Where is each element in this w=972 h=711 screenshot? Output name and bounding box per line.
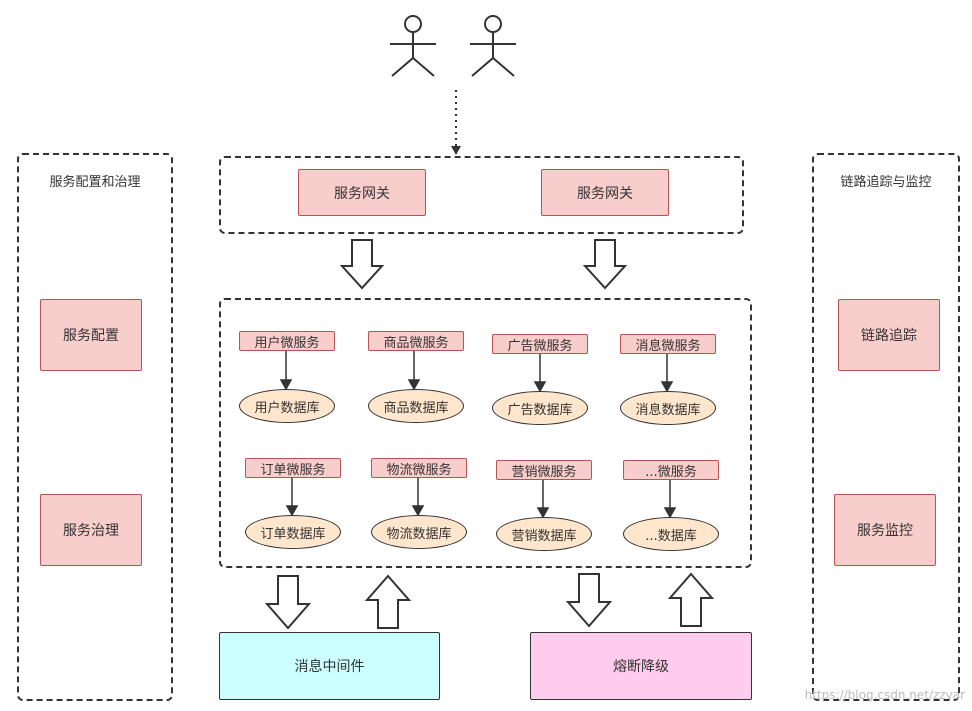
trace-box[interactable]: 链路追踪 [838,299,940,371]
service-box[interactable]: 用户微服务 [239,331,335,351]
database-node[interactable]: 用户数据库 [239,389,335,423]
to-breaker-down-arrow [565,573,613,628]
service-config-box[interactable]: 服务配置 [40,299,142,371]
config-governance-panel [17,153,173,701]
service-box[interactable]: ...微服务 [623,460,719,480]
database-node[interactable]: 营销数据库 [496,517,592,551]
user-actor-icon [470,15,516,77]
database-node[interactable]: 订单数据库 [245,515,341,549]
trace-monitor-title: 链路追踪与监控 [840,175,932,190]
service-db-arrows [279,350,677,519]
source-url-watermark: https://blog.csdn.net/zzvar [804,688,965,702]
service-box[interactable]: 消息微服务 [620,334,716,354]
database-node[interactable]: ...数据库 [623,517,719,551]
user-actor-icon [390,15,436,77]
config-governance-title: 服务配置和治理 [49,175,141,190]
database-node[interactable]: 消息数据库 [620,391,716,425]
from-middleware-up-arrow [364,574,412,629]
circuit-breaker-box[interactable]: 熔断降级 [530,632,752,700]
service-governance-box[interactable]: 服务治理 [40,494,142,566]
service-box[interactable]: 物流微服务 [371,458,467,478]
request-arrowhead [451,146,461,155]
gateway-container [219,156,744,234]
database-node[interactable]: 物流数据库 [371,515,467,549]
service-box[interactable]: 广告微服务 [492,334,588,354]
gateway-down-arrow [582,239,628,290]
service-box[interactable]: 商品微服务 [368,331,464,351]
to-middleware-down-arrow [264,575,312,630]
database-node[interactable]: 广告数据库 [492,391,588,425]
gateway-box[interactable]: 服务网关 [541,169,669,216]
service-box[interactable]: 营销微服务 [496,460,592,480]
from-breaker-up-arrow [667,572,715,627]
gateway-box[interactable]: 服务网关 [298,169,426,216]
message-middleware-box[interactable]: 消息中间件 [219,632,440,700]
microservices-container [219,298,752,568]
trace-monitor-panel [812,153,960,701]
service-box[interactable]: 订单微服务 [245,458,341,478]
database-node[interactable]: 商品数据库 [368,389,464,423]
service-monitor-box[interactable]: 服务监控 [834,494,936,566]
gateway-down-arrow [339,239,385,290]
